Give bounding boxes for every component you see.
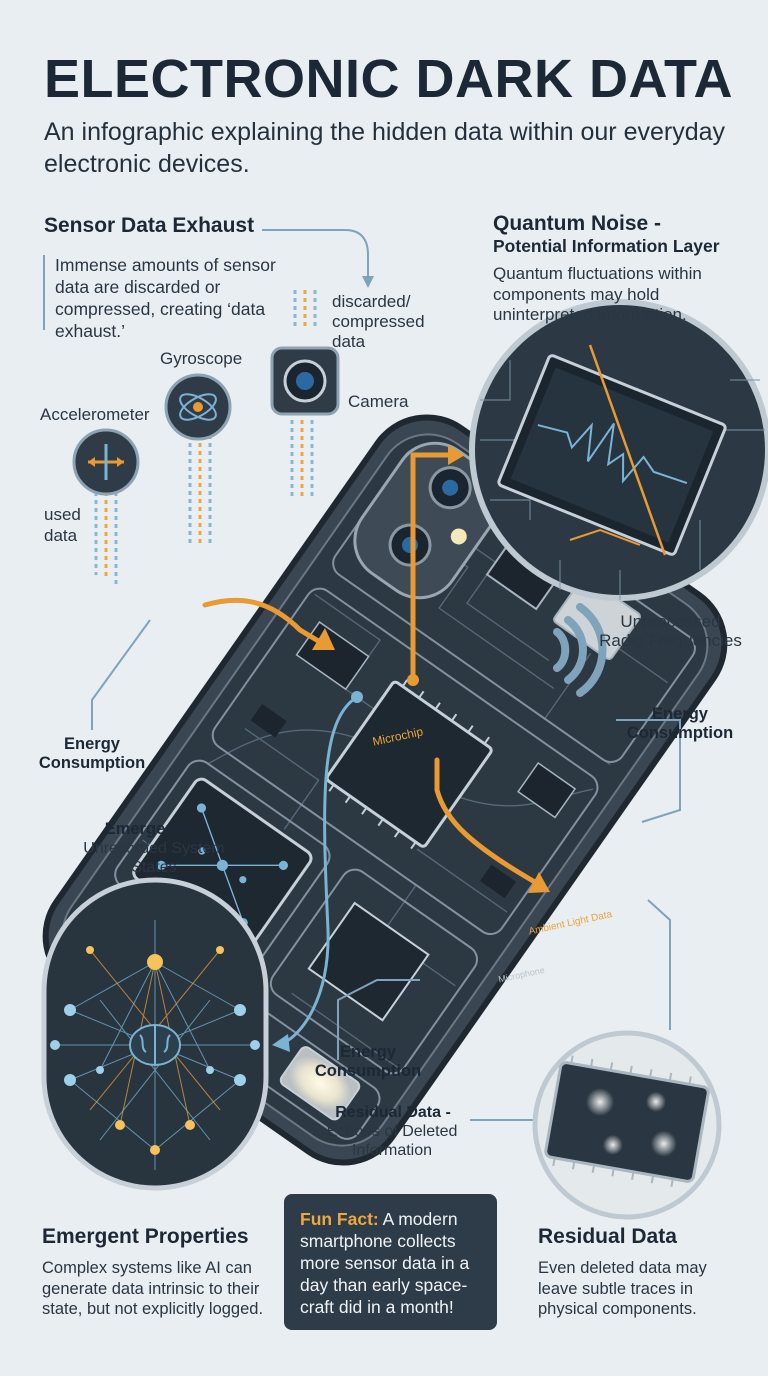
emergent-ai-title: Emergent AI <box>104 820 202 838</box>
energy-consumption-left: Energy Consumption <box>38 735 146 772</box>
accelerometer-icon <box>72 428 140 496</box>
quantum-subtitle: Potential Information Layer <box>493 236 720 256</box>
used-data-label: used data <box>44 505 81 545</box>
gyroscope-label: Gyroscope <box>160 349 243 368</box>
accelerometer-label: Accelerometer <box>40 405 150 424</box>
page-title: ELECTRONIC DARK DATA <box>44 49 733 109</box>
residual-data-zoom <box>532 1030 722 1220</box>
discarded-data-label: discarded/ compressed data <box>332 292 425 351</box>
emergent-ai-body: Unrecorded System States <box>83 840 225 876</box>
sensor-exhaust-title: Sensor Data Exhaust <box>44 214 255 237</box>
energy-consumption-right: Energy Consumption <box>626 705 734 742</box>
residual-callout-title: Residual Data - <box>335 1104 451 1121</box>
fun-fact-text: A modern smartphone collects more sensor… <box>300 1209 470 1317</box>
radio-frequencies-label: Unprocessed Radio Frequencies <box>599 612 742 650</box>
fun-fact-label: Fun Fact: <box>300 1209 379 1229</box>
residual-callout-body: Echoes of Deleted Information <box>326 1123 458 1159</box>
emergent-properties-title: Emergent Properties <box>42 1225 249 1248</box>
quantum-body: Quantum fluctuations within components m… <box>493 264 702 324</box>
emergent-ai-zoom <box>41 877 269 1191</box>
emergent-properties-body: Complex systems like AI can generate dat… <box>42 1259 264 1318</box>
fun-fact-box: Fun Fact: A modern smartphone collects m… <box>284 1194 497 1330</box>
energy-consumption-bottom: Energy Consumption <box>314 1043 422 1080</box>
camera-icon <box>270 346 340 416</box>
brain-icon <box>129 1024 181 1066</box>
quantum-title: Quantum Noise - <box>493 212 662 235</box>
camera-label: Camera <box>348 392 409 411</box>
residual-data-body: Even deleted data may leave subtle trace… <box>538 1259 707 1318</box>
page-subtitle: An infographic explaining the hidden dat… <box>44 118 726 178</box>
residual-data-title: Residual Data <box>538 1225 677 1248</box>
quantum-noise-zoom <box>469 299 768 601</box>
gyroscope-icon <box>164 373 232 441</box>
sensor-exhaust-body: Immense amounts of sensor data are disca… <box>55 255 276 341</box>
